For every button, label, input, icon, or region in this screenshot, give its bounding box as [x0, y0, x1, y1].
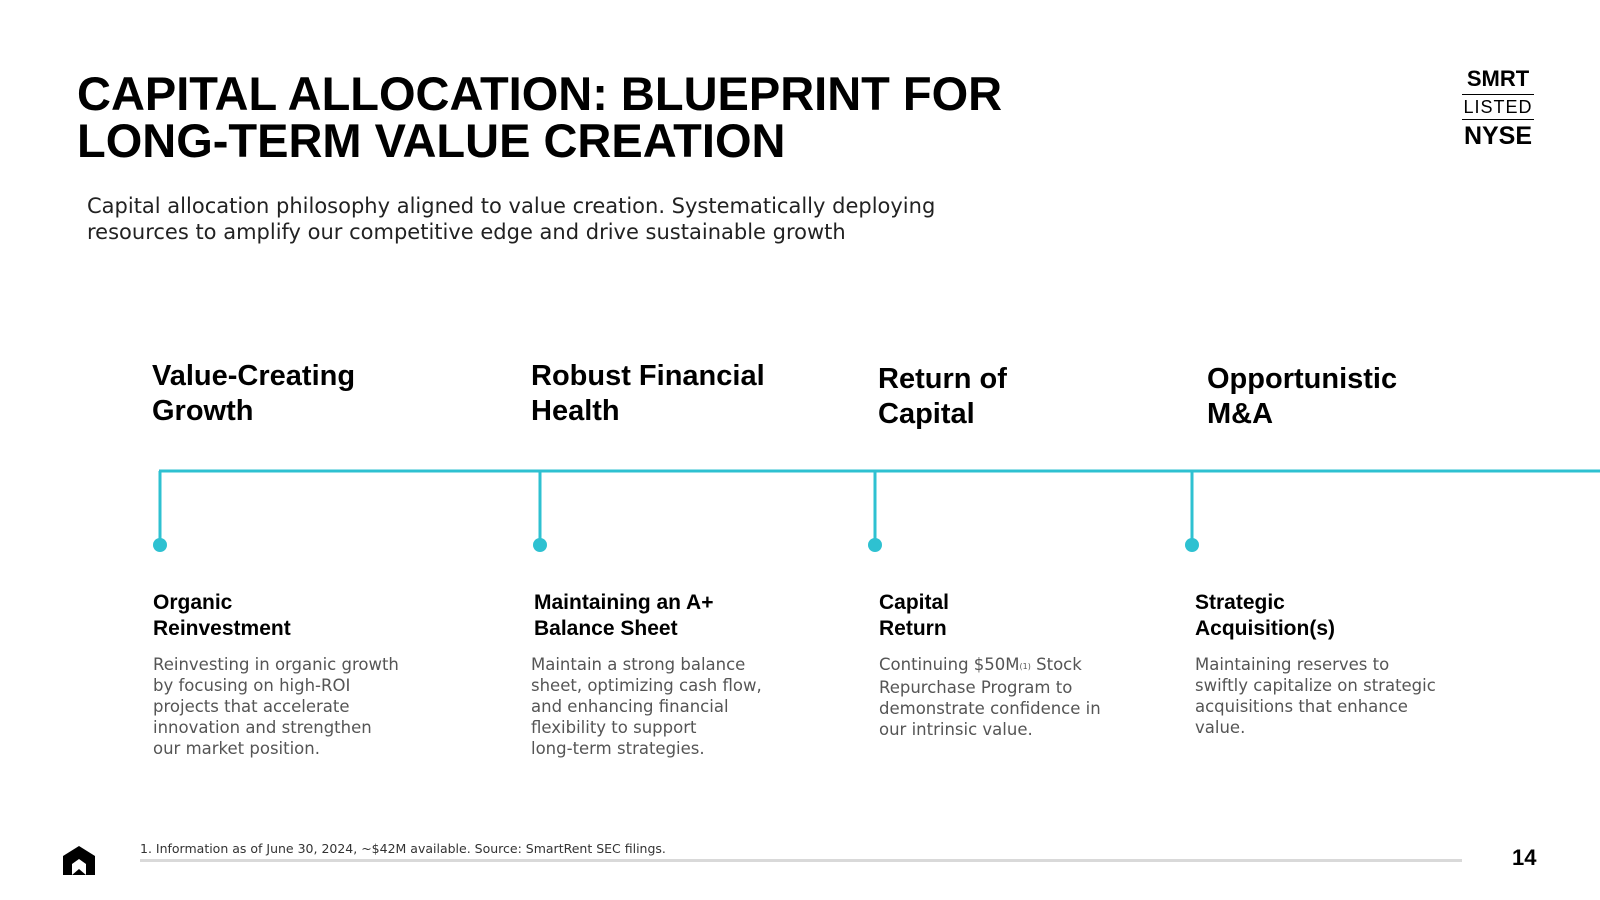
item-title-line: Acquisition(s) [1195, 617, 1335, 640]
pillar-heading-line: Health [531, 395, 620, 427]
item-title-line: Strategic [1195, 591, 1285, 614]
pillar-heading-line: Return of [878, 363, 1007, 395]
item-body-line-first: Continuing $50M(1) Stock [879, 654, 1139, 677]
item-body-line: Repurchase Program to [879, 678, 1073, 697]
slide-subtitle: Capital allocation philosophy aligned to… [87, 193, 967, 245]
pillar-heading-line: Capital [878, 398, 975, 430]
badge-exchange: NYSE [1463, 122, 1533, 150]
item-title-line: Maintaining an A+ [534, 591, 714, 614]
pillar-heading-line: Opportunistic [1207, 363, 1398, 395]
item-body-line: flexibility to support [531, 718, 697, 737]
item-body-line: by focusing on high-ROI [153, 676, 351, 695]
item-title-line: Organic [153, 591, 233, 614]
footer-divider [140, 859, 1462, 862]
item-body-organic-reinvestment: Reinvesting in organic growth by focusin… [153, 654, 413, 759]
item-body-line: Maintain a strong balance [531, 655, 746, 674]
item-body-line: sheet, optimizing cash flow, [531, 676, 762, 695]
slide-title-line-1: CAPITAL ALLOCATION: BLUEPRINT FOR [77, 67, 1003, 120]
item-body-line: and enhancing financial [531, 697, 729, 716]
subtitle-line-1: Capital allocation philosophy aligned to… [87, 194, 936, 218]
body-prefix: Continuing $50M [879, 655, 1020, 674]
footnote-marker: (1) [1019, 662, 1031, 671]
item-body-strategic-acquisitions: Maintaining reserves to swiftly capitali… [1195, 654, 1455, 738]
item-title-organic-reinvestment: Organic Reinvestment [153, 590, 433, 642]
pillar-heading-line: Growth [152, 395, 254, 427]
pillar-heading-line: Robust Financial [531, 360, 765, 392]
timeline-node-4 [1185, 538, 1199, 552]
item-body-line: demonstrate confidence in [879, 699, 1101, 718]
item-title-line: Return [879, 617, 947, 640]
item-body-line: swiftly capitalize on strategic [1195, 676, 1436, 695]
item-title-line: Balance Sheet [534, 617, 678, 640]
slide-title: CAPITAL ALLOCATION: BLUEPRINT FOR LONG-T… [77, 70, 1177, 164]
item-body-line: Reinvesting in organic growth [153, 655, 399, 674]
item-body-line: Maintaining reserves to [1195, 655, 1390, 674]
timeline-node-2 [533, 538, 547, 552]
pillar-heading-line: Value-Creating [152, 360, 356, 392]
nyse-listing-badge: SMRT LISTED NYSE [1462, 66, 1534, 152]
badge-listed: LISTED [1462, 95, 1534, 120]
subtitle-line-2: resources to amplify our competitive edg… [87, 220, 846, 244]
item-body-line: projects that accelerate [153, 697, 350, 716]
footnote: 1. Information as of June 30, 2024, ~$42… [140, 841, 666, 856]
item-body-balance-sheet: Maintain a strong balance sheet, optimiz… [531, 654, 791, 759]
body-suffix: Stock [1030, 655, 1082, 674]
page-number: 14 [1512, 845, 1537, 870]
item-title-line: Capital [879, 591, 950, 614]
timeline-node-1 [153, 538, 167, 552]
item-body-line: our market position. [153, 739, 320, 758]
pillar-heading-financial-health: Robust Financial Health [531, 359, 831, 429]
pillar-heading-mna: Opportunistic M&A [1207, 362, 1507, 432]
item-body-line: long-term strategies. [531, 739, 705, 758]
item-title-line: Reinvestment [153, 617, 291, 640]
item-body-line: innovation and strengthen [153, 718, 372, 737]
item-body-capital-return: Continuing $50M(1) Stock Repurchase Prog… [879, 654, 1139, 740]
pillar-heading-return-of-capital: Return of Capital [878, 362, 1178, 432]
timeline-node-3 [868, 538, 882, 552]
pillar-heading-growth: Value-Creating Growth [152, 359, 452, 429]
item-title-balance-sheet: Maintaining an A+ Balance Sheet [534, 590, 814, 642]
item-body-line: our intrinsic value. [879, 720, 1033, 739]
smartrent-logo-icon [63, 846, 95, 875]
pillar-heading-line: M&A [1207, 398, 1274, 430]
item-body-line: acquisitions that enhance [1195, 697, 1408, 716]
item-title-strategic-acquisitions: Strategic Acquisition(s) [1195, 590, 1475, 642]
slide-title-line-2: LONG-TERM VALUE CREATION [77, 114, 786, 167]
item-title-capital-return: Capital Return [879, 590, 1159, 642]
badge-ticker: SMRT [1462, 66, 1534, 95]
item-body-line: value. [1195, 718, 1246, 737]
